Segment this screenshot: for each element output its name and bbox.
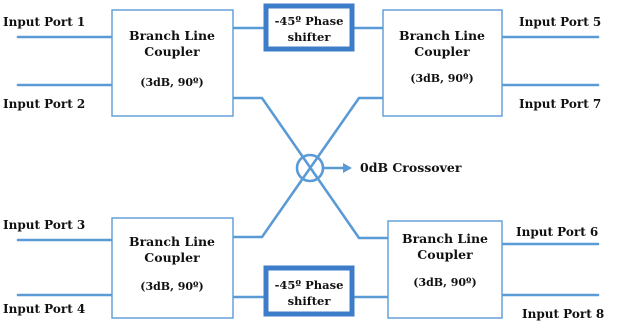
coupler-bottom-right-spec: (3dB, 90º) [413, 276, 477, 289]
phase-shifter-top: -45º Phase shifter [263, 3, 355, 52]
port-label-3: Input Port 3 [3, 218, 85, 232]
port-label-4: Input Port 4 [3, 302, 85, 316]
port-label-7: Input Port 7 [519, 97, 601, 111]
phase-shifter-top-line-2: shifter [288, 30, 332, 44]
crossover-arrowhead [343, 163, 352, 173]
coupler-top-left: Branch Line Coupler (3dB, 90º) [111, 9, 234, 117]
port-label-2: Input Port 2 [3, 97, 85, 111]
coupler-top-left-title-2: Coupler [144, 44, 200, 59]
phase-shifter-top-line-1: -45º Phase [275, 14, 344, 28]
port-label-6: Input Port 6 [516, 225, 598, 239]
port-label-1: Input Port 1 [3, 15, 85, 29]
coupler-bottom-right-title-1: Branch Line [402, 231, 488, 246]
connection-lines [16, 26, 600, 299]
coupler-bottom-left-title-2: Coupler [144, 250, 200, 265]
coupler-bottom-left-title-1: Branch Line [129, 234, 215, 249]
coupler-bottom-right-title-2: Coupler [417, 247, 473, 262]
coupler-top-left-title-1: Branch Line [129, 28, 215, 43]
coupler-top-right-title-1: Branch Line [399, 28, 485, 43]
coupler-top-right-title-2: Coupler [414, 44, 470, 59]
phase-shifter-bottom-line-1: -45º Phase [275, 278, 344, 292]
coupler-bottom-left: Branch Line Coupler (3dB, 90º) [111, 217, 234, 319]
coupler-top-right: Branch Line Coupler (3dB, 90º) [382, 9, 503, 117]
cross-path-b [231, 96, 385, 239]
port-label-8: Input Port 8 [522, 307, 604, 321]
coupler-bottom-left-spec: (3dB, 90º) [140, 280, 204, 293]
phase-shifter-bottom: -45º Phase shifter [263, 265, 355, 317]
crossover-label: 0dB Crossover [360, 160, 462, 175]
coupler-top-left-spec: (3dB, 90º) [140, 76, 204, 89]
coupler-top-right-spec: (3dB, 90º) [410, 72, 474, 85]
phase-shifter-bottom-line-2: shifter [288, 294, 332, 308]
port-label-5: Input Port 5 [519, 15, 601, 29]
coupler-bottom-right: Branch Line Coupler (3dB, 90º) [387, 220, 503, 319]
